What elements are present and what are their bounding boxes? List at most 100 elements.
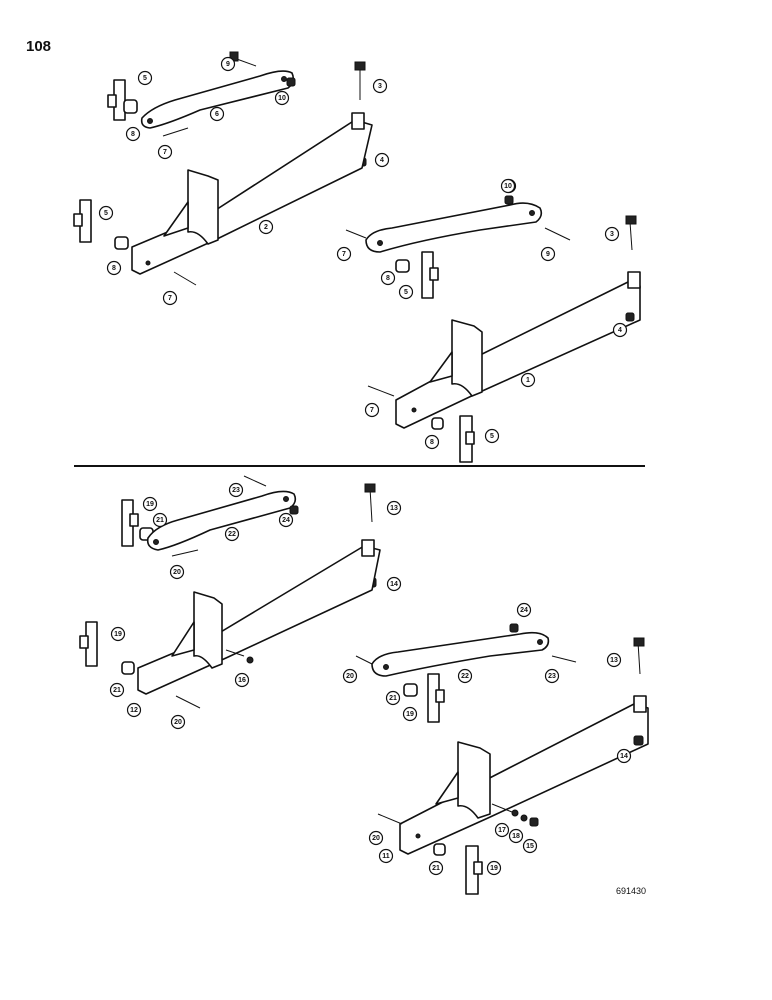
callout-label: 20: [174, 719, 182, 726]
lower-callout-19: 19: [486, 860, 502, 876]
callout-label: 13: [390, 505, 398, 512]
upper-callout-4: 4: [612, 322, 628, 338]
upper-callout-7: 7: [336, 246, 352, 262]
link-bar: [371, 631, 550, 677]
callout-label: 24: [282, 517, 290, 524]
callout-label: 8: [112, 265, 116, 272]
callout-label: 19: [146, 501, 154, 508]
callout-label: 7: [370, 407, 374, 414]
upper-callout-4: 4: [374, 152, 390, 168]
lower-callout-19: 19: [402, 706, 418, 722]
callout-label: 18: [512, 833, 520, 840]
callout-label: 21: [432, 865, 440, 872]
callout-label: 7: [163, 149, 167, 156]
lower-callout-22: 22: [224, 526, 240, 542]
callout-label: 13: [610, 657, 618, 664]
lower-callout-20: 20: [170, 714, 186, 730]
callout-label: 15: [526, 843, 534, 850]
callout-label: 24: [520, 607, 528, 614]
upper-callout-7: 7: [162, 290, 178, 306]
callout-label: 16: [238, 677, 246, 684]
lower-callout-19: 19: [110, 626, 126, 642]
lower-callout-23: 23: [544, 668, 560, 684]
upper-callout-8: 8: [380, 270, 396, 286]
upper-callout-5: 5: [398, 284, 414, 300]
upper-callout-8: 8: [125, 126, 141, 142]
upper-callout-7: 7: [157, 144, 173, 160]
lower-callout-22: 22: [457, 668, 473, 684]
lower-callout-21: 21: [109, 682, 125, 698]
spacer-part: [123, 99, 138, 114]
lower-left-assembly: [79, 475, 381, 709]
upper-right-assembly: [345, 195, 641, 463]
lower-callout-14: 14: [386, 576, 402, 592]
callout-label: 14: [620, 753, 628, 760]
lower-callout-23: 23: [228, 482, 244, 498]
callout-label: 20: [173, 569, 181, 576]
callout-label: 22: [228, 531, 236, 538]
callout-label: 5: [490, 433, 494, 440]
upper-callout-6: 6: [209, 106, 225, 122]
lower-callout-13: 13: [386, 500, 402, 516]
upper-callout-5: 5: [98, 205, 114, 221]
callout-label: 10: [504, 183, 512, 190]
callout-label: 3: [378, 83, 382, 90]
lower-callout-24: 24: [516, 602, 532, 618]
upper-callout-9: 9: [220, 56, 236, 72]
callout-label: 7: [342, 251, 346, 258]
upper-callout-10: 10: [274, 90, 290, 106]
callout-label: 23: [548, 673, 556, 680]
upper-callout-2: 2: [258, 219, 274, 235]
upper-callout-5: 5: [137, 70, 153, 86]
callout-label: 19: [490, 865, 498, 872]
callout-label: 7: [168, 295, 172, 302]
lower-callout-13: 13: [606, 652, 622, 668]
callout-label: 5: [104, 210, 108, 217]
link-bar: [146, 490, 297, 551]
callout-label: 8: [386, 275, 390, 282]
upper-callout-3: 3: [372, 78, 388, 94]
callout-label: 2: [264, 224, 268, 231]
callout-label: 12: [130, 707, 138, 714]
callout-label: 22: [461, 673, 469, 680]
callout-label: 21: [113, 687, 121, 694]
lower-callout-15: 15: [522, 838, 538, 854]
lower-callout-20: 20: [368, 830, 384, 846]
lower-callout-16: 16: [234, 672, 250, 688]
callout-label: 3: [610, 231, 614, 238]
lower-callout-12: 12: [126, 702, 142, 718]
callout-label: 4: [380, 157, 384, 164]
callout-label: 9: [546, 251, 550, 258]
callout-group: 5981038674521087938574178519232124221320…: [98, 56, 632, 876]
link-bar: [365, 202, 543, 253]
callout-label: 4: [618, 327, 622, 334]
callout-label: 21: [156, 517, 164, 524]
lower-callout-20: 20: [169, 564, 185, 580]
lower-callout-21: 21: [152, 512, 168, 528]
upper-callout-5: 5: [484, 428, 500, 444]
callout-label: 23: [232, 487, 240, 494]
lower-callout-14: 14: [616, 748, 632, 764]
callout-label: 5: [143, 75, 147, 82]
figure-code: 691430: [616, 886, 647, 896]
callout-label: 20: [346, 673, 354, 680]
callout-label: 9: [226, 61, 230, 68]
drawbar-beam: [399, 703, 649, 855]
lower-right-assembly: [355, 623, 649, 895]
lower-callout-24: 24: [278, 512, 294, 528]
upper-callout-7: 7: [364, 402, 380, 418]
callout-label: 6: [215, 111, 219, 118]
callout-label: 17: [498, 827, 506, 834]
lower-callout-21: 21: [385, 690, 401, 706]
callout-label: 8: [430, 439, 434, 446]
callout-label: 5: [404, 289, 408, 296]
upper-left-assembly: [73, 51, 373, 286]
upper-callout-10: 10: [500, 178, 516, 194]
callout-label: 1: [526, 377, 530, 384]
lower-callout-17: 17: [494, 822, 510, 838]
lower-callout-11: 11: [378, 848, 394, 864]
upper-callout-3: 3: [604, 226, 620, 242]
upper-callout-8: 8: [424, 434, 440, 450]
lower-callout-20: 20: [342, 668, 358, 684]
